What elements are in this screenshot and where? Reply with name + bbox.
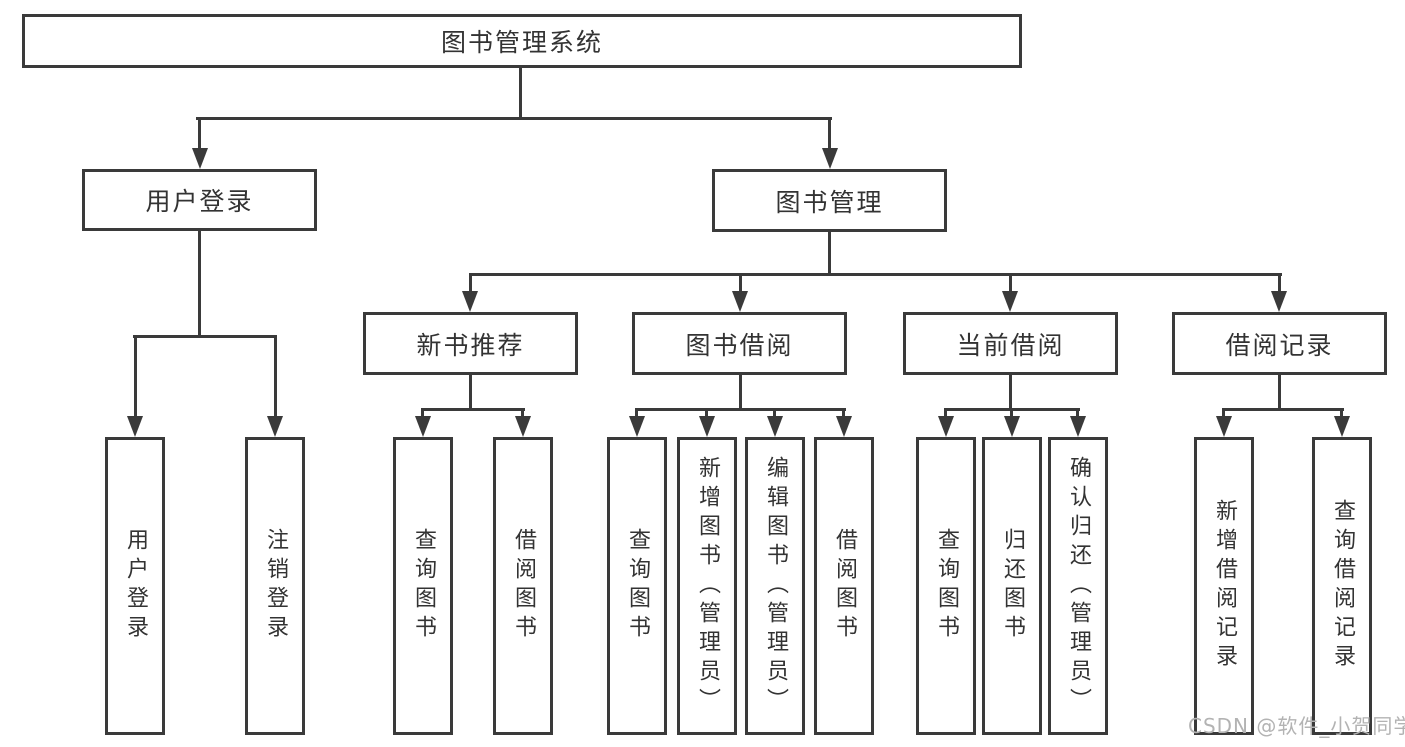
arrow-down-icon xyxy=(267,416,283,437)
connector-line xyxy=(705,408,708,418)
arrow-down-icon xyxy=(192,148,208,169)
connector-line xyxy=(1009,375,1012,411)
connector-line xyxy=(635,408,638,418)
arrow-down-icon xyxy=(515,416,531,437)
arrow-down-icon xyxy=(1070,416,1086,437)
leaf-cb-confirm-return-admin: 确认归还（管理员） xyxy=(1048,437,1108,735)
connector-line xyxy=(1222,408,1344,411)
node-borrow-records: 借阅记录 xyxy=(1172,312,1387,375)
connector-line xyxy=(1278,273,1281,293)
node-book-management: 图书管理 xyxy=(712,169,947,232)
node-user-login: 用户登录 xyxy=(82,169,317,231)
leaf-bb-query-books: 查询图书 xyxy=(607,437,667,735)
arrow-down-icon xyxy=(836,416,852,437)
leaf-nbr-query-books: 查询图书 xyxy=(393,437,453,735)
connector-line xyxy=(469,375,472,411)
connector-line xyxy=(134,335,137,417)
arrow-down-icon xyxy=(1002,291,1018,312)
connector-line xyxy=(1010,408,1013,418)
arrow-down-icon xyxy=(127,416,143,437)
connector-line xyxy=(521,408,524,418)
connector-line xyxy=(773,408,776,418)
connector-line xyxy=(519,68,522,117)
connector-line xyxy=(274,335,277,417)
connector-line xyxy=(828,232,831,276)
arrow-down-icon xyxy=(462,291,478,312)
leaf-bb-edit-book-admin: 编辑图书（管理员） xyxy=(745,437,805,735)
connector-line xyxy=(421,408,525,411)
connector-line xyxy=(469,273,472,293)
connector-line xyxy=(421,408,424,418)
leaf-cb-return-books: 归还图书 xyxy=(982,437,1042,735)
leaf-br-add-borrow-record: 新增借阅记录 xyxy=(1194,437,1254,735)
connector-line xyxy=(469,273,1282,276)
leaf-bb-borrow-books: 借阅图书 xyxy=(814,437,874,735)
connector-line xyxy=(944,408,947,418)
connector-line xyxy=(133,335,277,338)
connector-line xyxy=(196,117,832,120)
arrow-down-icon xyxy=(629,416,645,437)
node-book-borrow: 图书借阅 xyxy=(632,312,847,375)
connector-line xyxy=(198,117,201,149)
arrow-down-icon xyxy=(1004,416,1020,437)
leaf-logout: 注销登录 xyxy=(245,437,305,735)
node-root: 图书管理系统 xyxy=(22,14,1022,68)
arrow-down-icon xyxy=(699,416,715,437)
connector-line xyxy=(1340,408,1343,418)
node-new-book-recommend: 新书推荐 xyxy=(363,312,578,375)
leaf-bb-add-book-admin: 新增图书（管理员） xyxy=(677,437,737,735)
connector-line xyxy=(739,273,742,293)
arrow-down-icon xyxy=(1271,291,1287,312)
leaf-nbr-borrow-books: 借阅图书 xyxy=(493,437,553,735)
connector-line xyxy=(739,375,742,411)
connector-line xyxy=(1278,375,1281,411)
connector-line xyxy=(842,408,845,418)
csdn-watermark: CSDN @软件_小贺同学 xyxy=(1188,714,1405,738)
arrow-down-icon xyxy=(415,416,431,437)
arrow-down-icon xyxy=(1334,416,1350,437)
connector-line xyxy=(1222,408,1225,418)
leaf-cb-query-books: 查询图书 xyxy=(916,437,976,735)
connector-line xyxy=(828,117,831,149)
arrow-down-icon xyxy=(767,416,783,437)
node-current-borrow: 当前借阅 xyxy=(903,312,1118,375)
connector-line xyxy=(198,231,201,338)
arrow-down-icon xyxy=(1216,416,1232,437)
connector-line xyxy=(1009,273,1012,293)
arrow-down-icon xyxy=(822,148,838,169)
leaf-br-query-borrow-record: 查询借阅记录 xyxy=(1312,437,1372,735)
arrow-down-icon xyxy=(938,416,954,437)
leaf-user-login: 用户登录 xyxy=(105,437,165,735)
arrow-down-icon xyxy=(732,291,748,312)
connector-line xyxy=(635,408,846,411)
connector-line xyxy=(1076,408,1079,418)
